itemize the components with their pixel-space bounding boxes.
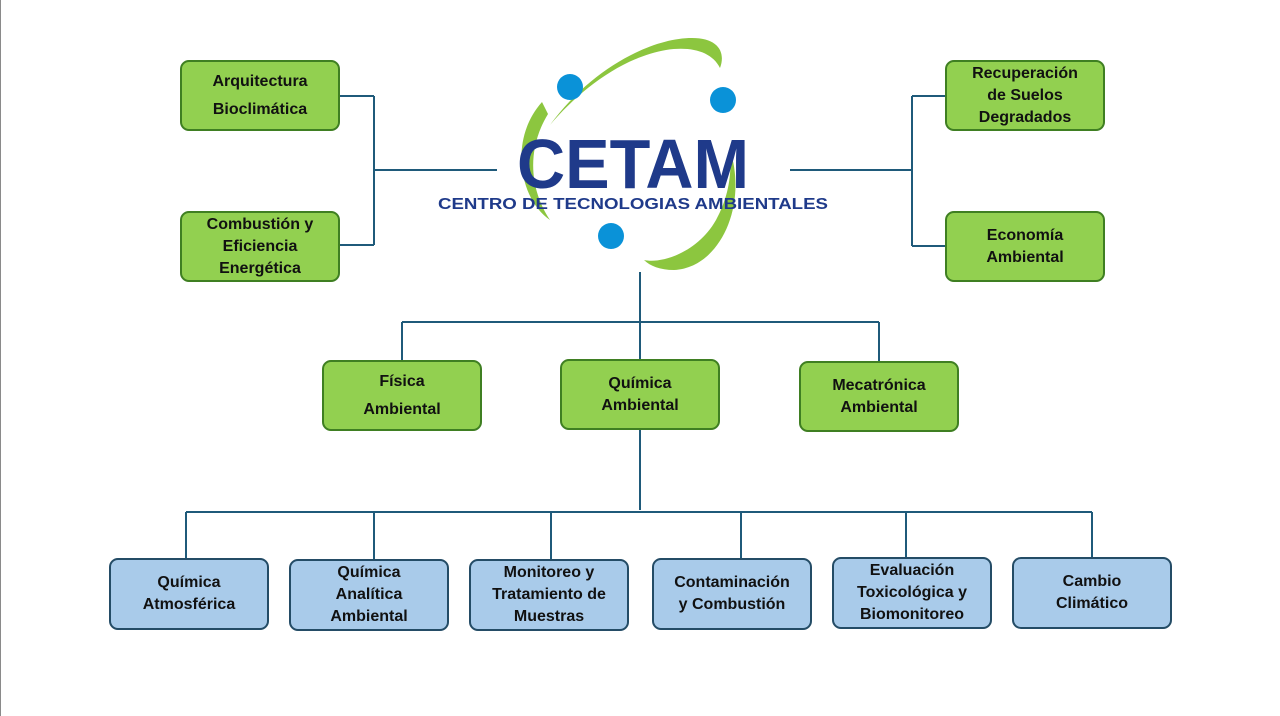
orbit-dot xyxy=(710,87,736,113)
node-line: Contaminación xyxy=(674,574,790,591)
node-fisica-ambiental: Física Ambiental xyxy=(322,360,482,431)
node-line: de Suelos xyxy=(987,86,1063,104)
node-line: Climático xyxy=(1055,595,1128,612)
node-line: Biomonitoreo xyxy=(860,606,964,623)
cetam-logo: CETAM CENTRO DE TECNOLOGIAS AMBIENTALES xyxy=(430,30,840,280)
logo-wordmark: CETAM xyxy=(517,125,749,203)
orbit-swoosh-top xyxy=(550,38,722,125)
node-line: Ambiental xyxy=(986,248,1064,266)
page-edge xyxy=(0,0,1,716)
node-line: Muestras xyxy=(513,608,585,625)
node-quimica-atmosferica: Química Atmosférica xyxy=(109,558,269,630)
node-line: Energética xyxy=(219,259,301,277)
node-recuperacion-suelos: Recuperación de Suelos Degradados xyxy=(945,60,1105,131)
orbit-dot xyxy=(557,74,583,100)
node-combustion-eficiencia: Combustión y Eficiencia Energética xyxy=(180,211,340,282)
node-line: Ambiental xyxy=(840,398,918,416)
node-line: Toxicológica y xyxy=(857,584,967,601)
node-line: Mecatrónica xyxy=(832,376,926,394)
node-line: Tratamiento de xyxy=(492,586,606,603)
node-line: Física xyxy=(379,372,425,390)
node-line: Evaluación xyxy=(869,562,955,579)
node-contaminacion-combustion: Contaminación y Combustión xyxy=(652,558,812,630)
node-line: y Combustión xyxy=(678,596,786,613)
node-line: Analítica xyxy=(335,586,403,603)
node-mecatronica-ambiental: Mecatrónica Ambiental xyxy=(799,361,959,432)
node-line: Cambio xyxy=(1062,573,1122,590)
node-evaluacion-toxicologica: Evaluación Toxicológica y Biomonitoreo xyxy=(832,557,992,629)
node-line: Eficiencia xyxy=(222,237,298,255)
orbit-dot xyxy=(598,223,624,249)
node-line: Ambiental xyxy=(363,400,441,418)
node-arquitectura-bioclimatica: Arquitectura Bioclimática xyxy=(180,60,340,131)
node-line: Degradados xyxy=(978,108,1072,126)
node-line: Química xyxy=(157,574,221,591)
node-line: Química xyxy=(337,564,401,581)
orbit-swoosh-right xyxy=(644,150,736,270)
node-line: Monitoreo y xyxy=(503,564,595,581)
node-quimica-analitica: Química Analítica Ambiental xyxy=(289,559,449,631)
node-line: Recuperación xyxy=(972,64,1078,82)
node-line: Arquitectura xyxy=(212,72,308,90)
node-line: Bioclimática xyxy=(212,100,308,118)
node-line: Ambiental xyxy=(601,396,679,414)
node-line: Ambiental xyxy=(330,608,408,625)
node-line: Química xyxy=(608,374,672,392)
node-line: Economía xyxy=(986,226,1064,244)
node-line: Atmosférica xyxy=(142,596,236,613)
node-monitoreo-muestras: Monitoreo y Tratamiento de Muestras xyxy=(469,559,629,631)
node-economia-ambiental: Economía Ambiental xyxy=(945,211,1105,282)
node-cambio-climatico: Cambio Climático xyxy=(1012,557,1172,629)
node-quimica-ambiental: Química Ambiental xyxy=(560,359,720,430)
node-line: Combustión y xyxy=(206,215,314,233)
logo-tagline: CENTRO DE TECNOLOGIAS AMBIENTALES xyxy=(438,196,828,213)
orbit-swoosh-left xyxy=(521,102,550,220)
